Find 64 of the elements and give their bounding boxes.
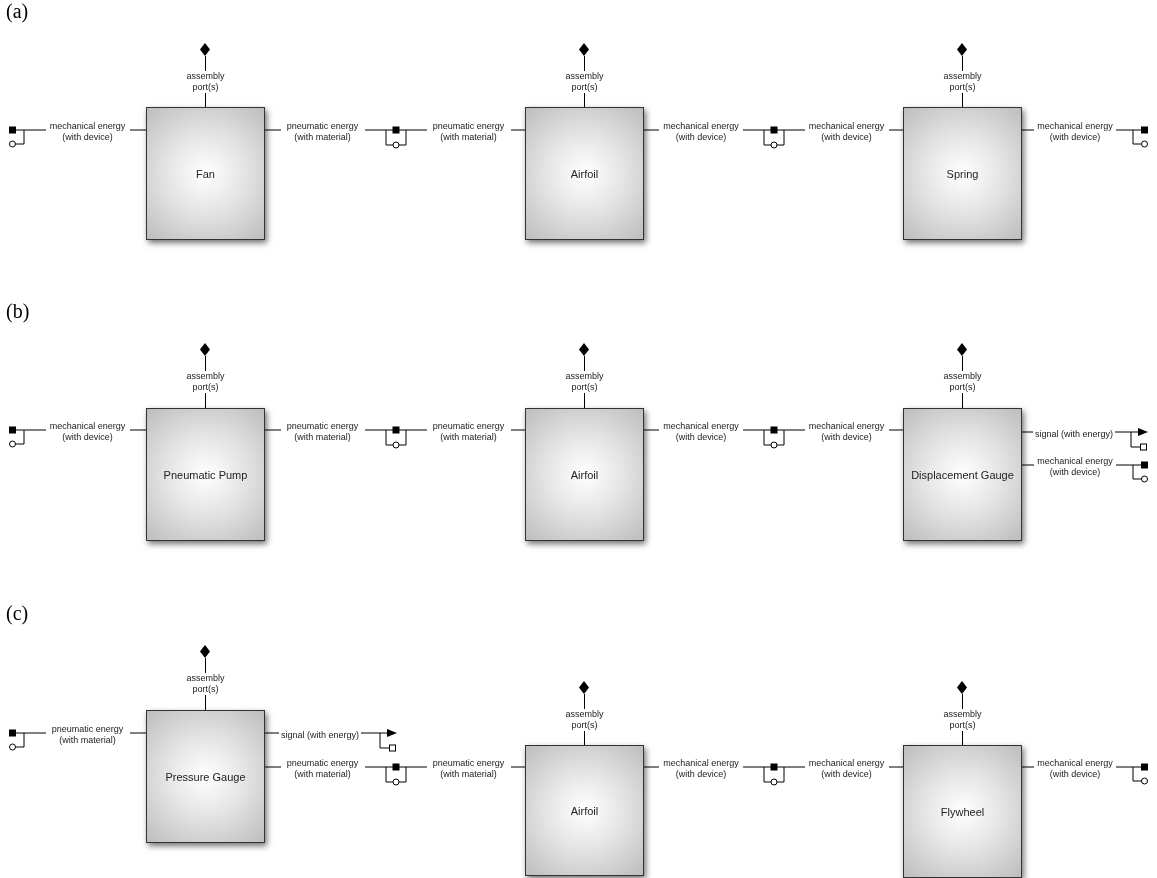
edge-label: signal (with energy) <box>1033 428 1115 440</box>
component-name: Fan <box>196 167 215 180</box>
port-symbol <box>9 426 29 448</box>
component-name: Spring <box>946 167 979 180</box>
edge-label: pneumatic energy (with material) <box>280 758 365 780</box>
port-symbol <box>9 729 29 751</box>
coupling-symbol <box>380 126 412 148</box>
port-symbol <box>1128 461 1148 483</box>
panel-label: (a) <box>6 0 29 23</box>
component-box <box>525 408 644 541</box>
port-symbol <box>9 126 29 148</box>
coupling-symbol <box>758 763 790 785</box>
component-box <box>525 107 644 240</box>
component-name: Pressure Gauge <box>165 770 246 783</box>
edge-label: mechanical energy (with device) <box>1034 456 1116 478</box>
component-box <box>903 745 1022 878</box>
component-box <box>146 107 265 240</box>
component-box <box>903 107 1022 240</box>
edge-label: pneumatic energy (with material) <box>280 121 365 143</box>
edge-label: pneumatic energy (with material) <box>426 121 511 143</box>
component-box <box>525 745 644 876</box>
edge-label: mechanical energy (with device) <box>804 121 889 143</box>
panel-label: (c) <box>6 602 29 625</box>
port-symbol <box>1128 126 1148 148</box>
edge-label: pneumatic energy (with material) <box>45 724 130 746</box>
component-name: Displacement Gauge <box>911 468 1014 481</box>
edge-label: mechanical energy (with device) <box>1034 758 1116 780</box>
assembly-port-diamond <box>957 43 967 56</box>
assembly-port-diamond <box>200 43 210 56</box>
edge-label: mechanical energy (with device) <box>1034 121 1116 143</box>
assembly-port-diamond <box>579 681 589 694</box>
coupling-symbol <box>758 126 790 148</box>
edge-label: pneumatic energy (with material) <box>280 421 365 443</box>
component-box <box>903 408 1022 541</box>
edge-label: mechanical energy (with device) <box>804 758 889 780</box>
edge-label: mechanical energy (with device) <box>45 121 130 143</box>
coupling-symbol <box>380 763 412 785</box>
port-symbol <box>1128 763 1148 785</box>
coupling-symbol <box>758 426 790 448</box>
edge-label: mechanical energy (with device) <box>659 421 743 443</box>
edge-label: pneumatic energy (with material) <box>426 421 511 443</box>
assembly-port-diamond <box>200 343 210 356</box>
component-name: Pneumatic Pump <box>163 468 248 481</box>
component-name: Airfoil <box>570 468 599 481</box>
edge-label: mechanical energy (with device) <box>659 121 743 143</box>
assembly-port-diamond <box>579 343 589 356</box>
coupling-symbol <box>380 426 412 448</box>
edge-label: mechanical energy (with device) <box>804 421 889 443</box>
component-name: Airfoil <box>570 167 599 180</box>
component-box <box>146 710 265 843</box>
assembly-port-diamond <box>957 681 967 694</box>
assembly-port-diamond <box>957 343 967 356</box>
edge-label: pneumatic energy (with material) <box>426 758 511 780</box>
assembly-port-diamond <box>200 645 210 658</box>
edge-label: signal (with energy) <box>279 729 361 741</box>
assembly-port-diamond <box>579 43 589 56</box>
edge-label: mechanical energy (with device) <box>45 421 130 443</box>
signal-port-symbol <box>1126 428 1148 452</box>
edge-label: mechanical energy (with device) <box>659 758 743 780</box>
panel-label: (b) <box>6 300 30 323</box>
signal-port-symbol <box>375 729 397 753</box>
component-name: Airfoil <box>570 804 599 817</box>
component-box <box>146 408 265 541</box>
component-name: Flywheel <box>940 805 985 818</box>
